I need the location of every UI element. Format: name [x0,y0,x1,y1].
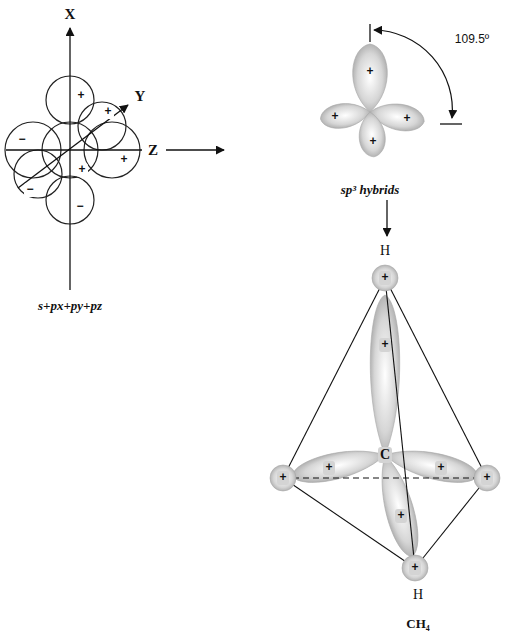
label-anchor: + [379,271,390,284]
label-anchor: + [76,163,87,176]
tetrahedron-edge [415,478,487,568]
hydrogen-sphere [270,465,296,491]
phase-sign: + [369,135,376,148]
x-axis [69,28,70,290]
label-anchor: sp³ hybrids [341,183,399,197]
phase-sign: + [331,110,338,123]
tetrahedron-edge [283,478,415,568]
label-anchor: H [413,587,423,602]
label-anchor: + [277,471,288,484]
label-anchor: CH₄ [406,617,429,631]
label-anchor: Y [135,88,146,105]
label-anchor: X [65,6,76,23]
label-anchor: − [24,183,35,196]
phase-sign: + [379,271,390,284]
label-anchor: + [395,509,406,522]
orbital-lobe [357,111,387,158]
label-anchor: H [380,243,390,258]
label-anchor: − [74,200,85,213]
phase-sign: + [323,461,334,474]
label-anchor: + [118,153,129,166]
orbital-lobe [353,44,388,112]
label-anchor: + [366,65,373,78]
phase-sign: + [403,112,410,125]
label-anchor: + [331,110,338,123]
z-axis [6,149,142,150]
label-anchor: + [409,561,420,574]
label-anchor: + [75,89,86,102]
label-anchor: − [16,133,27,146]
phase-sign: + [409,561,420,574]
sp3-hybrids [319,24,462,158]
phase-sign: + [395,509,406,522]
figure-caption: s+px+py+pz [38,299,102,313]
hydrogen-sphere [402,555,428,581]
label-anchor: + [481,471,492,484]
label-anchor: + [323,461,334,474]
angle-tick [440,123,462,124]
label-anchor: + [435,461,446,474]
atom-label: H [413,587,423,602]
hydrogen-sphere [372,265,398,291]
atom-label: C [378,447,392,462]
tetrahedron-edge-hidden [283,477,487,478]
phase-sign: + [76,163,87,176]
angle-tick [369,24,370,42]
axis-label: Y [135,88,146,105]
tetrahedron-edge [385,278,415,568]
orbital-circle [14,150,62,198]
phase-sign: + [118,153,129,166]
label-anchor: Z [148,142,158,159]
hydrogen-sphere [474,465,500,491]
angle-arc [374,30,452,118]
figure-caption: sp³ hybrids [341,183,399,197]
label-anchor: + [102,105,113,118]
phase-sign: + [102,105,113,118]
axis-label: X [65,6,76,23]
phase-sign: − [16,133,27,146]
tetrahedron-edge [385,278,487,478]
phase-sign: − [74,200,85,213]
methane-tetrahedron [270,265,500,581]
phase-sign: + [366,65,373,78]
label-anchor: s+px+py+pz [38,299,102,313]
orbital-lobe [289,442,387,488]
label-anchor: + [403,112,410,125]
atom-label: H [380,243,390,258]
phase-sign: + [481,471,492,484]
orbital-circle [78,102,126,150]
phase-sign: + [75,89,86,102]
angle-label: 109.5º [455,33,489,46]
axis-label: Z [148,142,158,159]
atomic-orbitals [5,28,142,290]
tetrahedron-edge [283,278,385,478]
phase-sign: + [379,338,390,351]
label-anchor: + [379,338,390,351]
process-arrow [386,200,387,236]
label-anchor: C [378,447,392,462]
y-axis [18,105,128,188]
phase-sign: − [24,183,35,196]
phase-sign: + [435,461,446,474]
phase-sign: + [277,471,288,484]
label-anchor: 109.5º [455,33,489,46]
process-arrow [166,149,224,150]
figure-caption: CH₄ [406,617,429,631]
label-anchor: + [369,135,376,148]
